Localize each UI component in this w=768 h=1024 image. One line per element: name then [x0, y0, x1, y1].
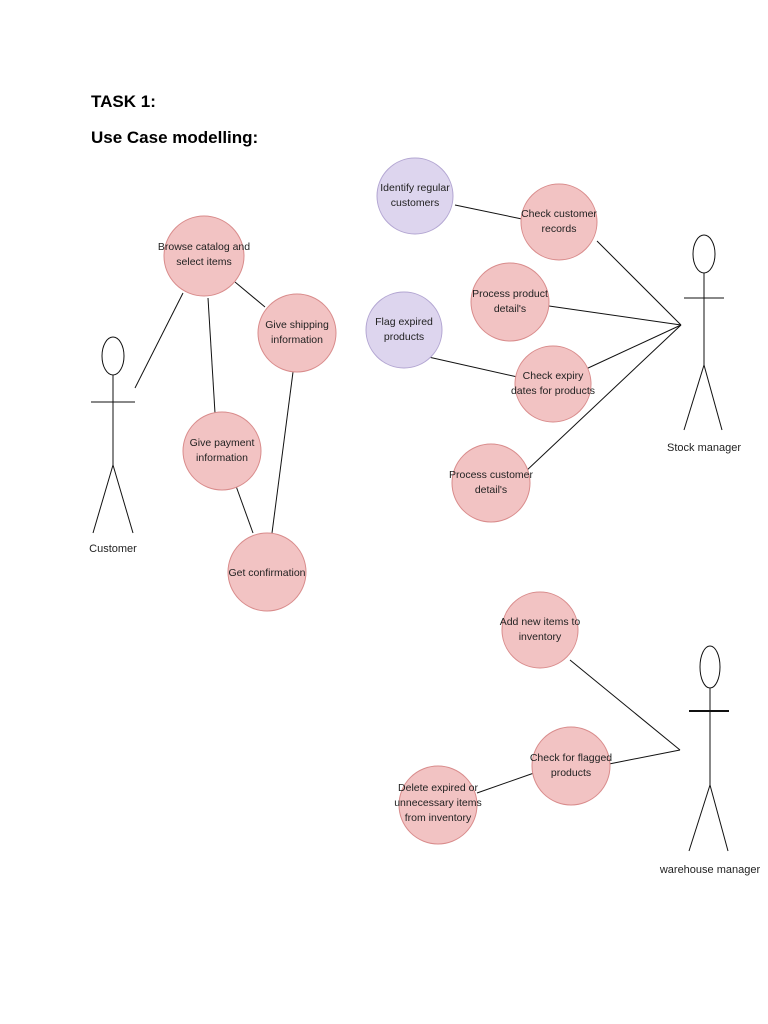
assoc-browse-shipping — [234, 281, 266, 308]
assoc-customer-browse — [134, 292, 184, 389]
actor-head — [699, 645, 721, 689]
use-case-label: Identify regular — [380, 182, 450, 194]
use-case-payment: Give payment information — [182, 411, 262, 491]
assoc-shipping-confirmation — [271, 371, 294, 534]
assoc-delete-checkflagged — [476, 772, 535, 794]
assoc-warehouse-additems — [569, 659, 681, 751]
assoc-browse-payment — [207, 297, 216, 414]
use-case-shipping: Give shipping information — [257, 293, 337, 373]
assoc-warehouse-checkflagged — [608, 749, 681, 765]
actor-head — [101, 336, 125, 376]
use-case-flag-expired: Flag expired products — [365, 291, 443, 369]
use-case-label: dates for products — [511, 385, 595, 397]
use-case-process-product: Process product detail's — [470, 262, 550, 342]
use-case-label: select items — [176, 256, 231, 268]
use-case-label: inventory — [519, 631, 562, 643]
use-case-identify: Identify regular customers — [376, 157, 454, 235]
use-case-label: customers — [391, 197, 439, 209]
use-case-label: Get confirmation — [228, 567, 305, 579]
actor-warehouse-manager-label: warehouse manager — [659, 864, 761, 876]
section-title: Use Case modelling: — [91, 128, 259, 147]
use-case-check-records: Check customer records — [520, 183, 598, 261]
use-case-label: Browse catalog and — [158, 241, 250, 253]
use-case-confirmation: Get confirmation — [227, 532, 307, 612]
task-title: TASK 1: — [91, 92, 156, 111]
use-case-check-expiry: Check expiry dates for products — [511, 345, 595, 423]
use-case-label: Process product — [472, 288, 548, 300]
use-case-label: detail's — [475, 484, 507, 496]
actor-customer: Customer — [89, 336, 137, 555]
use-case-label: Process customer — [449, 469, 534, 481]
actor-warehouse-manager: warehouse manager — [659, 645, 761, 876]
use-case-add-items: Add new items to inventory — [500, 591, 581, 669]
use-case-label: Add new items to — [500, 616, 581, 628]
use-case-label: Check expiry — [523, 370, 584, 382]
actor-stock-manager-label: Stock manager — [667, 442, 741, 454]
use-case-delete-expired: Delete expired or unnecessary items from… — [394, 765, 482, 845]
use-case-label: Give shipping — [265, 319, 329, 331]
assoc-stockmgr-checkrecords — [596, 240, 682, 326]
use-case-label: Give payment — [190, 437, 255, 449]
use-case-browse: Browse catalog and select items — [158, 215, 250, 297]
use-case-label: from inventory — [405, 812, 472, 824]
actor-head — [692, 234, 716, 274]
use-case-label: detail's — [494, 303, 526, 315]
actor-stock-manager: Stock manager — [667, 234, 741, 454]
use-case-label: unnecessary items — [394, 797, 482, 809]
assoc-payment-confirmation — [235, 485, 254, 534]
use-case-label: information — [196, 452, 248, 464]
use-case-label: Flag expired — [375, 316, 433, 328]
assoc-stockmgr-processcustomer — [524, 324, 682, 473]
actor-customer-label: Customer — [89, 543, 137, 555]
use-case-process-customer: Process customer detail's — [449, 443, 534, 523]
use-case-label: Delete expired or — [398, 782, 478, 794]
use-case-label: Check customer — [521, 208, 597, 220]
use-case-label: products — [384, 331, 424, 343]
assoc-flag-checkexpiry — [423, 355, 523, 379]
assoc-identify-checkrecords — [454, 204, 523, 220]
associations — [134, 204, 682, 794]
use-case-check-flagged: Check for flagged products — [530, 726, 612, 806]
use-case-label: Check for flagged — [530, 752, 612, 764]
use-case-label: records — [541, 223, 576, 235]
use-case-label: information — [271, 334, 323, 346]
assoc-stockmgr-processproduct — [548, 305, 682, 326]
use-case-label: products — [551, 767, 591, 779]
assoc-stockmgr-checkexpiry — [585, 324, 682, 370]
